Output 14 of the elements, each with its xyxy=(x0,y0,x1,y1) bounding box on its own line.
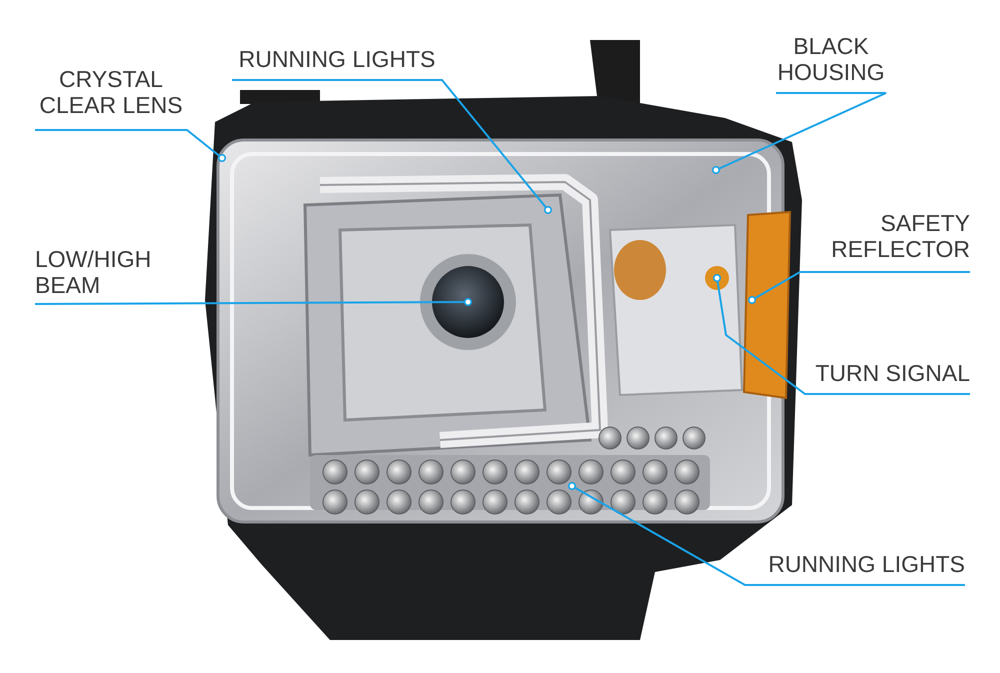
leader-line xyxy=(568,482,965,586)
callout-label: LOW/HIGH BEAM xyxy=(35,246,175,304)
callout-label: TURN SIGNAL xyxy=(805,360,970,394)
callout-label: RUNNING LIGHTS xyxy=(232,46,442,80)
leader-line xyxy=(748,271,970,304)
callout-label: CRYSTAL CLEAR LENS xyxy=(35,66,187,130)
callout-label: BLACK HOUSING xyxy=(776,33,886,93)
leader-line xyxy=(35,129,226,162)
leader-line xyxy=(35,298,472,306)
leader-line xyxy=(232,79,552,214)
callout-label: RUNNING LIGHTS xyxy=(745,551,965,585)
leader-line xyxy=(713,274,970,395)
leader-line xyxy=(712,92,887,174)
callout-label: SAFETY REFLECTOR xyxy=(800,210,970,272)
